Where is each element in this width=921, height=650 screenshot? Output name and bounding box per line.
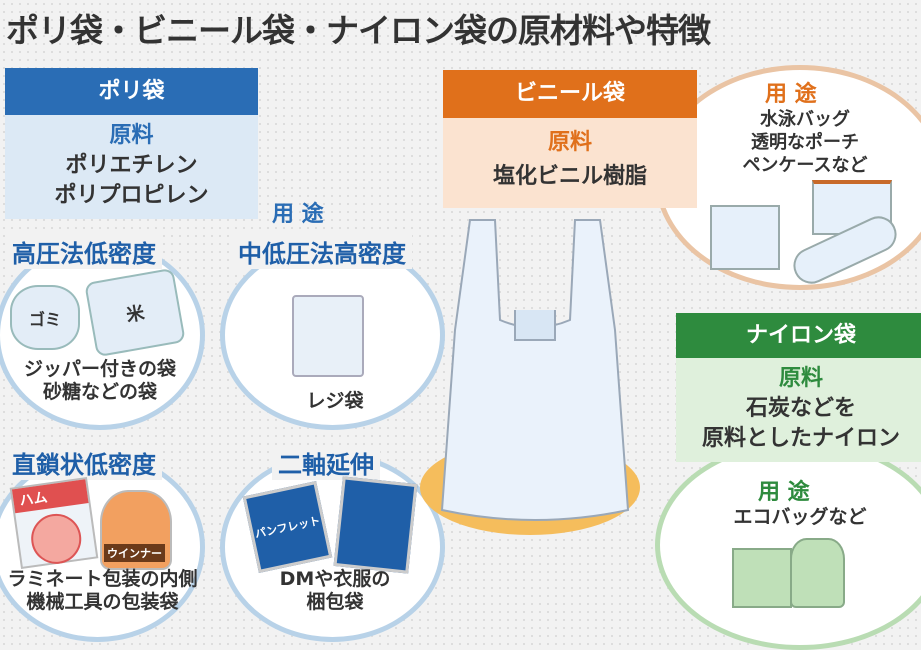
rice-bag-icon: 米 <box>84 267 186 358</box>
poly-uses-label: 用 途 <box>272 202 324 227</box>
use-item: 梱包袋 <box>306 591 364 613</box>
nylon-material: 石炭などを <box>745 396 856 421</box>
poly-material-label: 原料 <box>109 123 154 148</box>
poly-type-title: 二軸延伸 <box>272 445 380 480</box>
rice-label: 米 <box>124 302 147 327</box>
poly-body: 原料 ポリエチレン ポリプロピレン <box>5 115 258 219</box>
vinyl-uses-label: 用 途 <box>765 82 817 107</box>
poly-header: ポリ袋 <box>5 68 258 115</box>
poly-type-uses: ジッパー付きの袋 砂糖などの袋 <box>0 358 200 404</box>
ham-slice <box>27 510 85 568</box>
poly-type-uses: レジ袋 <box>306 390 364 412</box>
poly-type-uses: ラミネート包装の内側 機械工具の包装袋 <box>0 568 210 614</box>
vinyl-header: ビニール袋 <box>443 70 697 118</box>
poly-type-uses: DMや衣服の 梱包袋 <box>230 568 440 614</box>
nylon-uses-circle <box>655 440 921 650</box>
use-item: ラミネート包装の内側 <box>7 568 198 590</box>
eco-bag-icon <box>732 548 792 608</box>
plastic-bag-illustration <box>440 219 630 521</box>
vinyl-uses-circle <box>655 65 921 290</box>
nylon-header: ナイロン袋 <box>676 313 921 358</box>
vinyl-body: 原料 塩化ビニル樹脂 <box>443 118 697 208</box>
poly-panel: ポリ袋 原料 ポリエチレン ポリプロピレン <box>5 68 258 219</box>
pamphlet-icon: パンフレット <box>242 481 333 573</box>
ham-package-icon: ハム <box>9 476 99 570</box>
nylon-material: 原料としたナイロン <box>701 426 900 451</box>
use-item: ペンケースなど <box>742 155 868 176</box>
vinyl-material: 塩化ビニル樹脂 <box>492 164 647 189</box>
sausage-label: ウインナー <box>104 544 165 562</box>
poly-type-title: 高圧法低密度 <box>6 234 162 269</box>
vinyl-material-label: 原料 <box>547 130 592 155</box>
use-item: 透明なポーチ <box>751 132 859 153</box>
nylon-uses: エコバッグなど <box>733 506 867 528</box>
poly-material: ポリプロピレン <box>54 183 209 208</box>
nylon-uses-label: 用 途 <box>758 480 810 505</box>
vinyl-uses: 水泳バッグ 透明なポーチ ペンケースなど <box>700 108 910 177</box>
poly-material: ポリエチレン <box>65 153 198 178</box>
garbage-bag-icon: ゴミ <box>10 285 80 350</box>
pamphlet-label: パンフレット <box>253 514 322 541</box>
use-item: ジッパー付きの袋 <box>23 358 176 380</box>
shopping-bag-icon <box>292 295 364 377</box>
nylon-body: 原料 石炭などを 原料としたナイロン <box>676 358 921 462</box>
shirt-package-icon <box>333 476 418 574</box>
use-item: 水泳バッグ <box>760 109 850 130</box>
clear-bag-icon <box>710 205 780 270</box>
nylon-panel: ナイロン袋 原料 石炭などを 原料としたナイロン <box>676 313 921 462</box>
garbage-label: ゴミ <box>28 310 61 329</box>
eco-bag-icon <box>790 538 845 608</box>
sausage-bag-icon: ウインナー <box>100 490 172 570</box>
poly-type-title: 中低圧法高密度 <box>232 234 412 269</box>
vinyl-panel: ビニール袋 原料 塩化ビニル樹脂 <box>443 70 697 208</box>
poly-type-title: 直鎖状低密度 <box>6 445 162 480</box>
nylon-material-label: 原料 <box>778 366 823 391</box>
page-title: ポリ袋・ビニール袋・ナイロン袋の原材料や特徴 <box>6 11 711 50</box>
use-item: DMや衣服の <box>279 568 391 590</box>
use-item: 機械工具の包装袋 <box>26 591 179 613</box>
use-item: 砂糖などの袋 <box>42 381 157 403</box>
